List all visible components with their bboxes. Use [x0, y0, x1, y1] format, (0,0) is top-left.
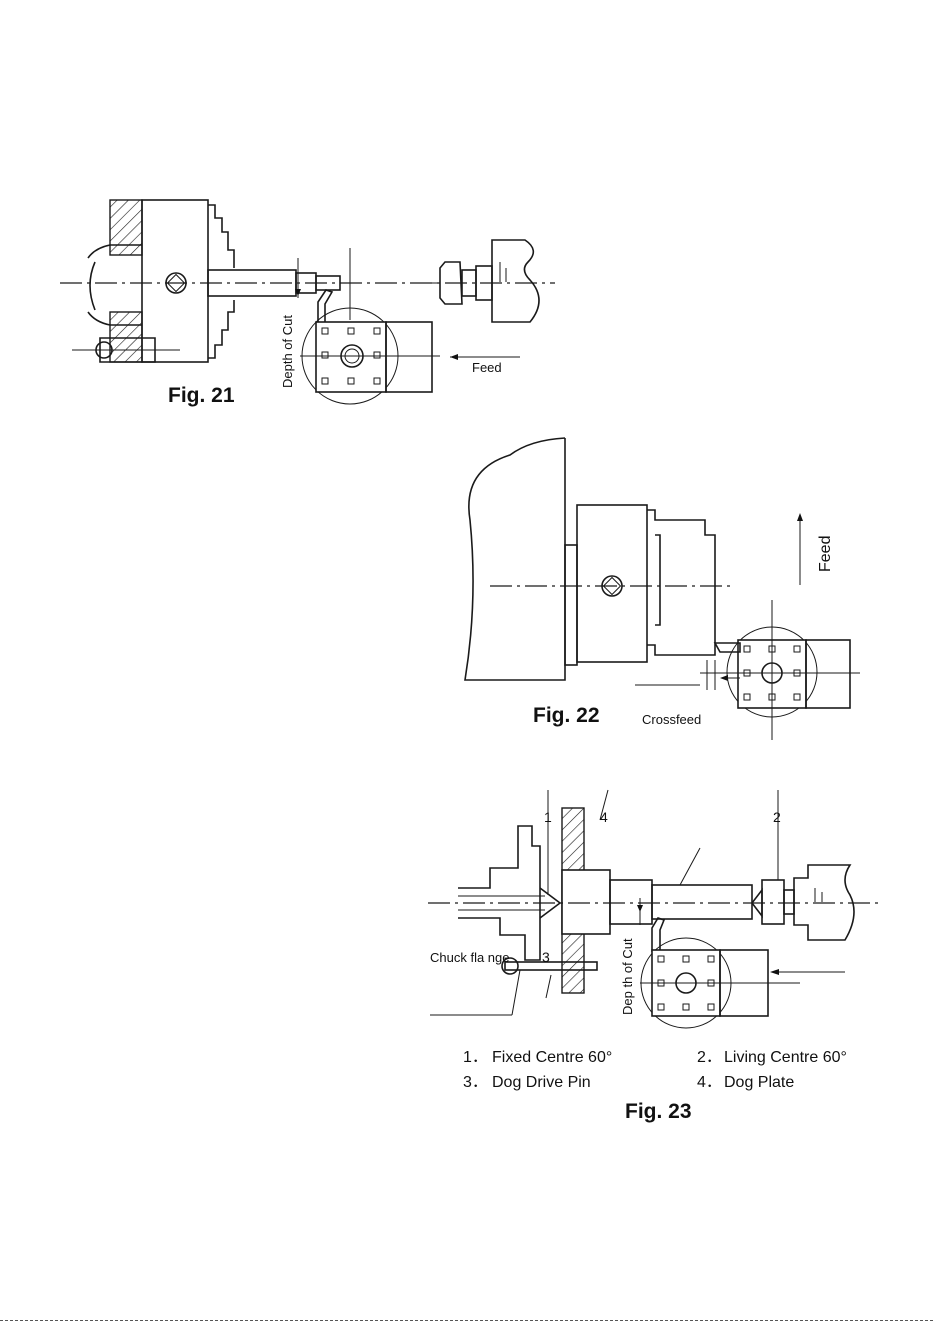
callout-3: 3 — [542, 949, 550, 965]
fig23-depth-label: Dep th of Cut — [620, 938, 635, 1015]
spindle-hatched-upper — [110, 200, 142, 255]
callout-4: 4 — [600, 809, 608, 825]
legend-2-text: Living Centre 60° — [724, 1049, 847, 1066]
legend-3-text: Dog Drive Pin — [492, 1074, 591, 1091]
legend-2-num: 2． — [697, 1049, 722, 1066]
toolpost-block — [316, 322, 386, 392]
fig23-legend: 1． Fixed Centre 60° 2． Living Centre 60°… — [463, 1049, 847, 1091]
fig23-workpiece — [652, 885, 752, 919]
figure-23: 1 4 2 3 Chuck fla nge Dep th of Cut 1． F… — [428, 790, 880, 1123]
callout-1: 1 — [544, 809, 552, 825]
figure-21: Depth of Cut Feed Fig. 21 — [60, 200, 555, 407]
legend-4-num: 4． — [697, 1074, 722, 1091]
legend-1-num: 1． — [463, 1049, 488, 1066]
callout-2: 2 — [773, 809, 781, 825]
fig21-caption: Fig. 21 — [168, 384, 235, 407]
fig21-depth-label: Depth of Cut — [280, 315, 295, 388]
headstock-housing — [465, 438, 565, 680]
chuck-flange-label: Chuck fla nge — [430, 950, 510, 965]
fig22-feed-label: Feed — [817, 536, 834, 572]
page-bottom-dashed-border — [0, 1320, 933, 1321]
fig21-feed-label: Feed — [472, 360, 502, 375]
fig22-caption: Fig. 22 — [533, 704, 600, 727]
fig23-caption: Fig. 23 — [625, 1100, 692, 1123]
legend-4-text: Dog Plate — [724, 1074, 794, 1091]
legend-3-num: 3． — [463, 1074, 488, 1091]
fig22-crossfeed-label: Crossfeed — [642, 712, 701, 727]
fig22-chuck — [577, 505, 647, 662]
dog-carrier — [562, 870, 610, 934]
figure-22: Feed Crossfeed Fig. 22 — [465, 438, 860, 740]
spindle-hatched-lower — [110, 312, 142, 362]
legend-1-text: Fixed Centre 60° — [492, 1049, 612, 1066]
